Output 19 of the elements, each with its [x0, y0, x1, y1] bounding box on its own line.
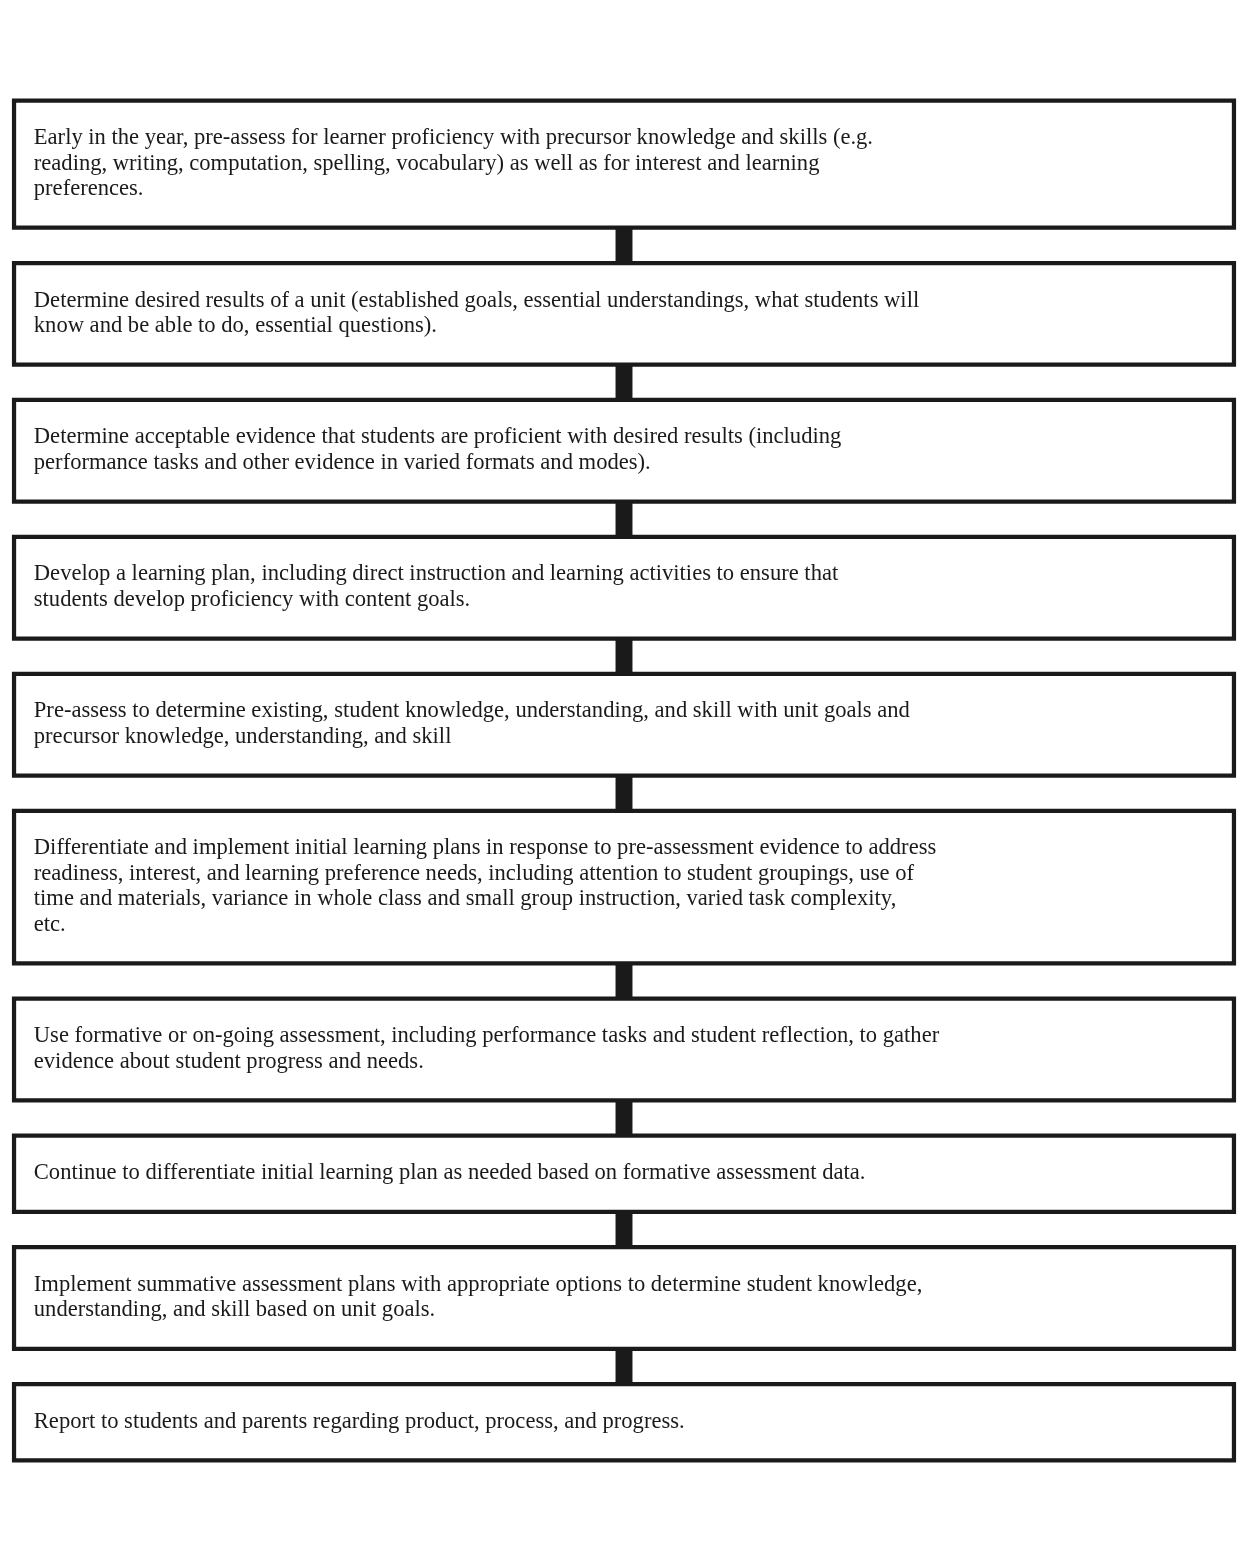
connector: [615, 364, 633, 400]
node-box: Report to students and parents regarding product, process, and progress.: [11, 1381, 1237, 1462]
node-box: Develop a learning plan, including direct instruction and learning activities to ensure that students develop proficiency with content goals.: [11, 534, 1237, 641]
connector: [615, 775, 633, 810]
node-box: Implement summative assessment plans with appropriate options to determine student knowledge, understanding, and skill based on unit goals.: [11, 1244, 1237, 1351]
node-box: Differentiate and implement initial learning plans in response to pre-assessment evidence to address readiness, interest, and learning preference needs, including attention to student groupings, use of time and materials, variance in whole class and small group instruction, varied task complexity, etc.: [11, 808, 1237, 965]
node-box: Pre-assess to determine existing, student knowledge, understanding, and skill with unit goals and precursor knowledge, understanding, and skill: [11, 671, 1237, 778]
connector: [615, 638, 633, 673]
connector: [615, 1100, 633, 1135]
node-box: Early in the year, pre-assess for learner proficiency with precursor knowledge and skills (e.g. reading, writing, computation, spelling, vocabulary) as well as for interest and learning preferences.: [11, 98, 1237, 230]
connector: [615, 1211, 633, 1247]
node-box: Determine acceptable evidence that students are proficient with desired results (including performance tasks and other evidence in varied formats and modes).: [11, 397, 1237, 504]
node-box: Use formative or on-going assessment, including performance tasks and student reflection, to gather evidence about student progress and needs.: [11, 996, 1237, 1102]
connector: [615, 963, 633, 998]
node-box: Determine desired results of a unit (established goals, essential understandings, what students will know and be able to do, essential questions).: [11, 260, 1237, 367]
connector: [615, 501, 633, 537]
connector: [615, 1349, 633, 1384]
node-box: Continue to differentiate initial learning plan as needed based on formative assessment data.: [11, 1133, 1237, 1214]
connector: [615, 227, 633, 263]
